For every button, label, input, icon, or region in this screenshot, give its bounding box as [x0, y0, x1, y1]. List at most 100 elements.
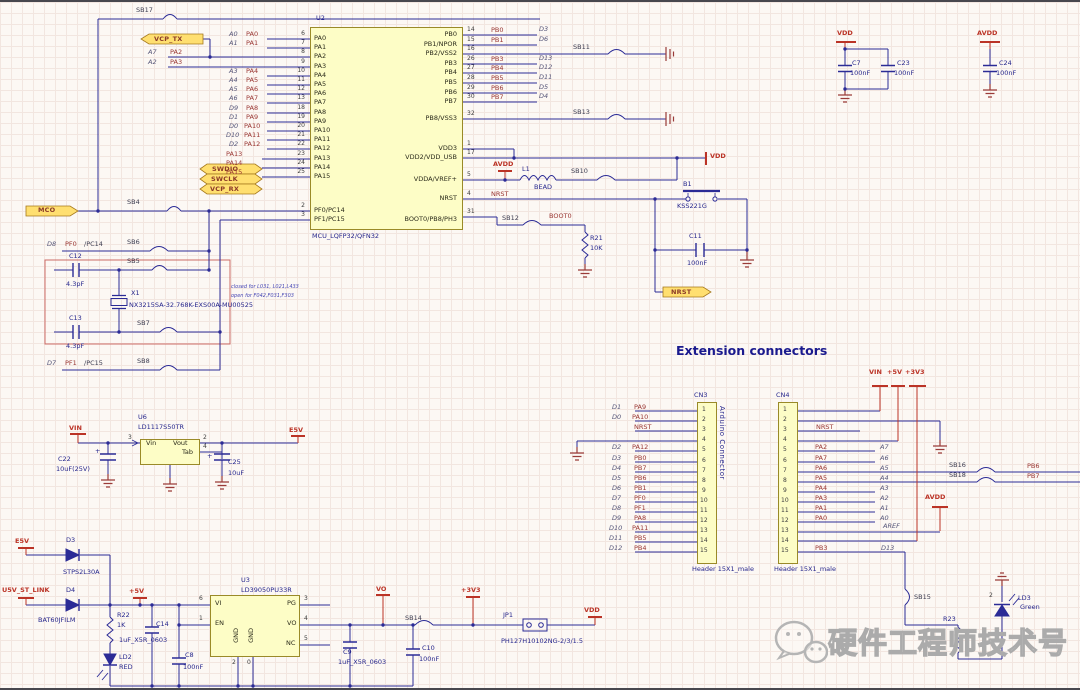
net-pa3: PA3 [815, 494, 828, 502]
pwr-vdd: VDD [837, 29, 853, 37]
des-c9: C9 [343, 648, 352, 656]
des-stps2l30a: STPS2L30A [63, 568, 100, 576]
pin-1: 1 [199, 615, 203, 622]
pin-13: 13 [781, 527, 789, 534]
des-100nf: 100nF [850, 69, 871, 77]
inner-nc: NC [286, 639, 296, 647]
sb-sb13: SB13 [573, 108, 590, 116]
port-vcp-rx[interactable]: VCP_RX [210, 185, 240, 193]
des-c23: C23 [897, 59, 910, 67]
regulator-u6-body[interactable] [140, 439, 200, 465]
pin-31: 31 [467, 208, 475, 215]
pin-2: 2 [989, 592, 993, 599]
pin-4: 4 [467, 190, 471, 197]
innr-vdda-vref+: VDDA/VREF+ [413, 175, 457, 183]
port-vcp-tx[interactable]: VCP_TX [154, 35, 183, 43]
pin-1: 1 [702, 406, 706, 413]
pwr-+3v3: +3V3 [905, 368, 925, 376]
net-pa5: PA5 [815, 474, 828, 482]
des-c12: C12 [69, 252, 82, 260]
ali-a1: A1 [880, 504, 889, 512]
pinr-2: 2 [301, 202, 305, 209]
inner-tab: Tab [182, 448, 194, 456]
ali-a5: A5 [880, 464, 889, 472]
inner-pa4: PA4 [314, 71, 327, 79]
ali-d13: D13 [539, 54, 553, 62]
ali-d4: D4 [612, 464, 622, 472]
u6-pin-arrow [131, 439, 139, 447]
des-jp1: JP1 [503, 611, 513, 619]
connector-cn4-body[interactable] [778, 402, 798, 564]
net-pa9: PA9 [634, 403, 647, 411]
pin-3: 3 [702, 426, 706, 433]
ali-d3: D3 [539, 25, 549, 33]
des-c22: C22 [58, 455, 71, 463]
ali-d12: D12 [609, 544, 623, 552]
pin-2: 2 [783, 416, 787, 423]
button-b1[interactable] [683, 189, 720, 202]
port-swdio[interactable]: SWDIO [212, 165, 239, 173]
led-ld3 [994, 604, 1010, 617]
net-pf1: PF1 [634, 504, 646, 512]
ali-d9: D9 [612, 514, 622, 522]
net-pa0: PA0 [815, 514, 828, 522]
net-pa12: PA12 [632, 443, 649, 451]
net-pb5: PB5 [491, 74, 504, 82]
inner-pa15: PA15 [314, 172, 331, 180]
ali-a4: A4 [880, 474, 889, 482]
net-nrst: NRST [634, 423, 652, 431]
pin-30: 30 [467, 93, 475, 100]
des-c24: C24 [999, 59, 1012, 67]
inner-en: EN [215, 619, 224, 627]
port-flag-shapes[interactable] [25, 33, 712, 298]
net-pb7: PB7 [634, 464, 647, 472]
pin-8: 8 [783, 477, 787, 484]
power-port-symbols [18, 41, 1000, 625]
inner-pa0: PA0 [314, 34, 327, 42]
net-pa7: PA7 [815, 454, 828, 462]
led-arrows [96, 593, 1020, 681]
jumper-jp1[interactable] [522, 618, 548, 632]
pin-6: 6 [702, 457, 706, 464]
connector-cn3-body[interactable] [697, 402, 717, 564]
port-nrst[interactable]: NRST [671, 288, 692, 296]
ali-d9: D9 [229, 104, 239, 112]
vcp-tx-flag [140, 33, 204, 45]
solder-bridge-arcs[interactable] [149, 14, 996, 626]
net-pb1: PB1 [634, 484, 647, 492]
pinr-13: 13 [297, 94, 305, 101]
pinr-21: 21 [297, 131, 305, 138]
sb--pc15: /PC15 [84, 359, 103, 367]
innr-vdd3: VDD3 [438, 144, 457, 152]
inner-pa7: PA7 [314, 98, 327, 106]
u6-designator: U6 [138, 413, 147, 421]
sb-sb15: SB15 [914, 593, 931, 601]
pin-29: 29 [467, 84, 475, 91]
net-pa1: PA1 [815, 504, 828, 512]
pwr-+5v: +5V [887, 368, 902, 376]
pwr-vo: VO [376, 585, 387, 593]
pin-9: 9 [702, 487, 706, 494]
pin-6: 6 [783, 457, 787, 464]
ali-a3: A3 [880, 484, 889, 492]
regulator-u3-body[interactable] [210, 595, 300, 657]
inner-pa6: PA6 [314, 89, 327, 97]
pinr-23: 23 [297, 150, 305, 157]
net-pa2: PA2 [170, 48, 183, 56]
innr-pb5: PB5 [444, 78, 457, 86]
inner-pa9: PA9 [314, 117, 327, 125]
pin-3: 3 [783, 426, 787, 433]
inner-pa14: PA14 [314, 163, 331, 171]
port-mco[interactable]: MCO [38, 206, 56, 214]
net-pa9: PA9 [246, 113, 259, 121]
innr-pb6: PB6 [444, 88, 457, 96]
pin-2: 2 [203, 434, 207, 441]
net-pb3: PB3 [815, 544, 828, 552]
port-swclk[interactable]: SWCLK [211, 175, 238, 183]
net-pa1: PA1 [246, 39, 259, 47]
sb-sb5: SB5 [127, 257, 140, 265]
ali-a5: A5 [229, 85, 238, 93]
mcu-u2-body[interactable] [310, 27, 463, 230]
inner-vi: VI [215, 599, 222, 607]
net-pa11: PA11 [632, 524, 649, 532]
